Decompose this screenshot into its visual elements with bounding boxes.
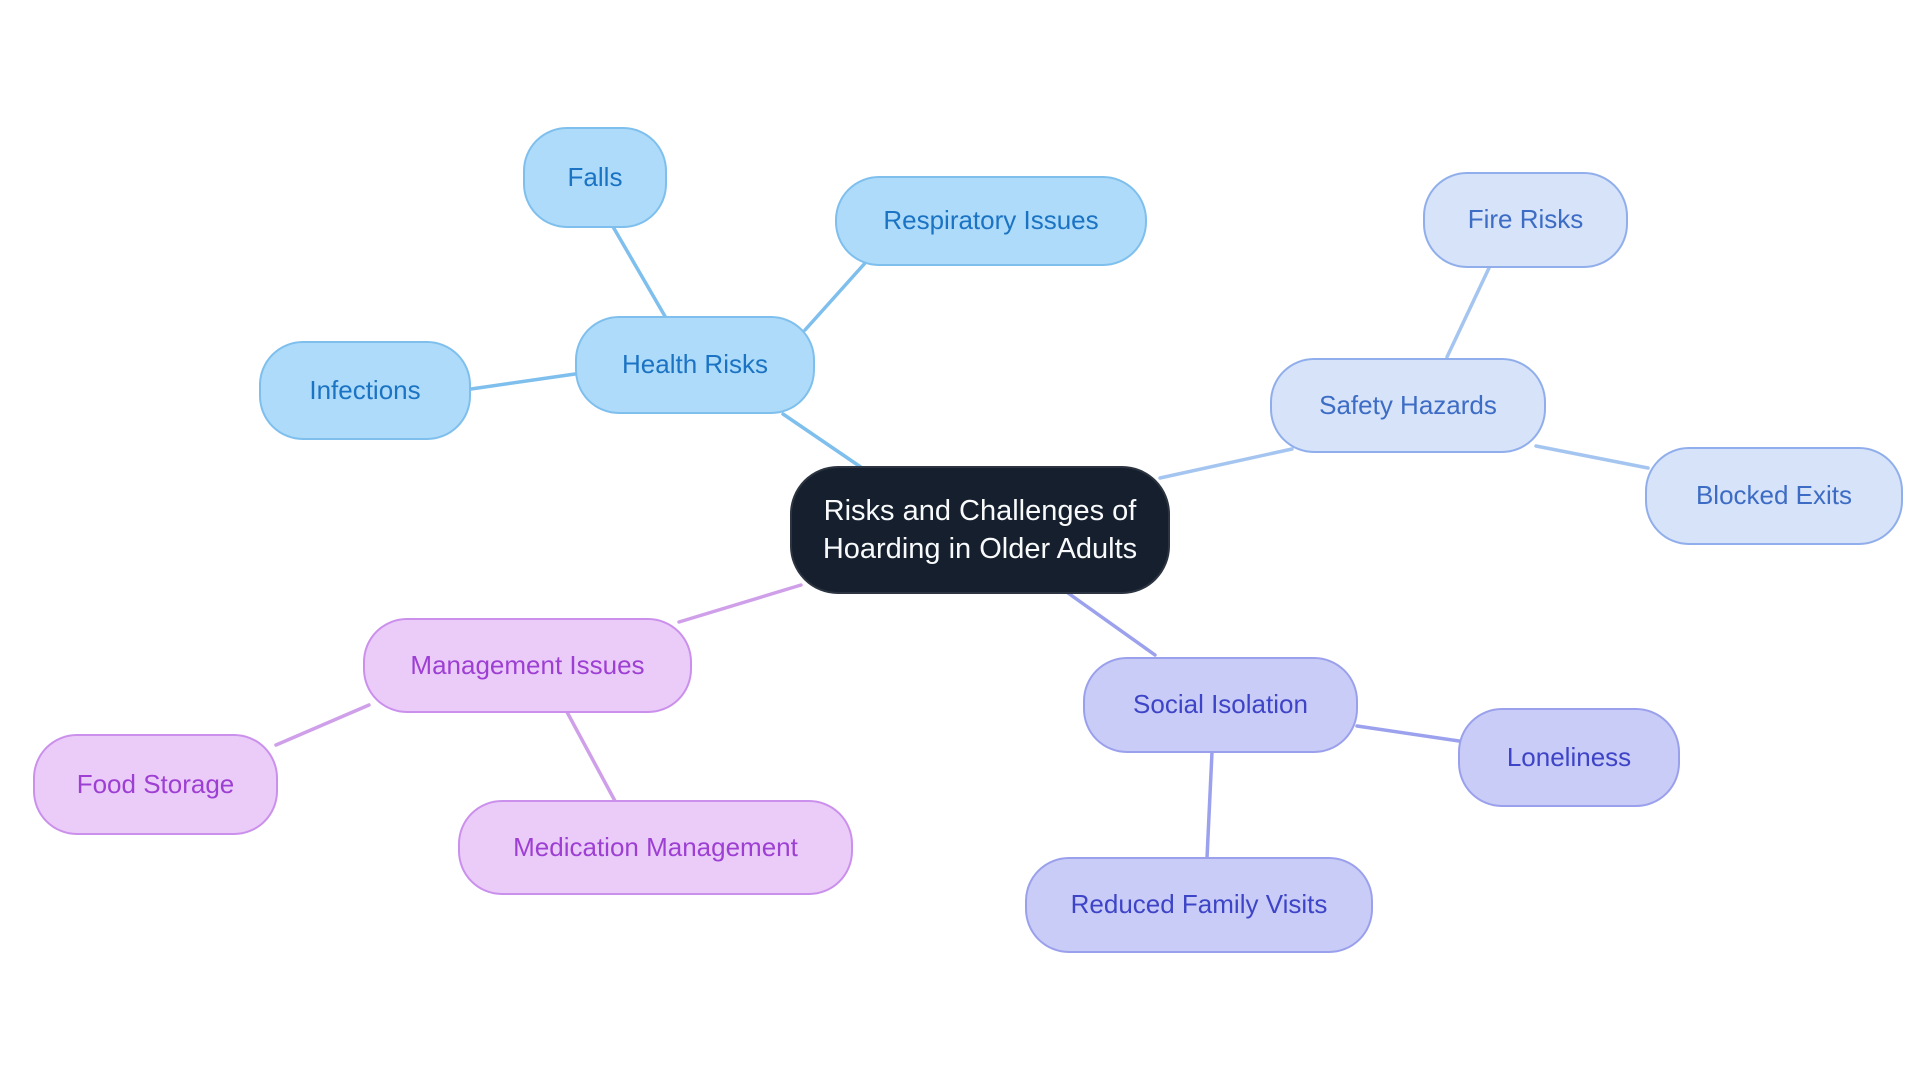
- edge-root-social-isolation: [1066, 591, 1157, 657]
- edge-root-health-risks: [781, 412, 870, 474]
- node-social-isolation[interactable]: Social Isolation: [1083, 657, 1358, 753]
- food-storage-label: Food Storage: [76, 768, 235, 799]
- blocked-exits-label: Blocked Exits: [1695, 480, 1853, 511]
- node-root-topic[interactable]: Risks and Challenges of Hoarding in Olde…: [790, 466, 1170, 594]
- loneliness-label: Loneliness: [1506, 741, 1632, 772]
- node-infections[interactable]: Infections: [259, 341, 471, 440]
- edge-root-management-issues: [677, 583, 803, 624]
- node-food-storage[interactable]: Food Storage: [33, 734, 278, 835]
- node-management-issues[interactable]: Management Issues: [363, 618, 692, 713]
- edge-social-isolation-loneliness: [1355, 724, 1461, 743]
- edge-safety-hazards-blocked-exits: [1534, 444, 1650, 470]
- management-issues-label: Management Issues: [410, 649, 645, 680]
- node-falls[interactable]: Falls: [523, 127, 667, 228]
- edge-social-isolation-reduced-family-visits: [1205, 750, 1214, 860]
- reduced-family-visits-label: Reduced Family Visits: [1070, 889, 1328, 920]
- respiratory-issues-label: Respiratory Issues: [883, 205, 1099, 236]
- social-isolation-label: Social Isolation: [1133, 689, 1308, 720]
- edge-health-risks-falls: [610, 223, 668, 320]
- node-fire-risks[interactable]: Fire Risks: [1423, 172, 1628, 268]
- node-health-risks[interactable]: Health Risks: [575, 316, 815, 414]
- root-topic-label: Risks and Challenges of Hoarding in Olde…: [822, 494, 1138, 565]
- edge-safety-hazards-fire-risks: [1445, 266, 1491, 359]
- falls-label: Falls: [567, 161, 623, 192]
- node-blocked-exits[interactable]: Blocked Exits: [1645, 447, 1903, 545]
- safety-hazards-label: Safety Hazards: [1319, 389, 1497, 420]
- node-loneliness[interactable]: Loneliness: [1458, 708, 1680, 807]
- health-risks-label: Health Risks: [622, 349, 768, 380]
- node-respiratory-issues[interactable]: Respiratory Issues: [835, 176, 1147, 266]
- edge-management-issues-food-storage: [274, 703, 371, 747]
- fire-risks-label: Fire Risks: [1467, 204, 1584, 235]
- node-safety-hazards[interactable]: Safety Hazards: [1270, 358, 1546, 453]
- edge-health-risks-infections: [469, 372, 577, 391]
- edge-health-risks-respiratory-issues: [803, 260, 868, 332]
- infections-label: Infections: [309, 374, 421, 405]
- edge-management-issues-medication-management: [565, 710, 617, 803]
- node-medication-management[interactable]: Medication Management: [458, 800, 853, 895]
- node-reduced-family-visits[interactable]: Reduced Family Visits: [1025, 857, 1373, 953]
- edge-root-safety-hazards: [1158, 447, 1294, 480]
- medication-management-label: Medication Management: [513, 831, 798, 862]
